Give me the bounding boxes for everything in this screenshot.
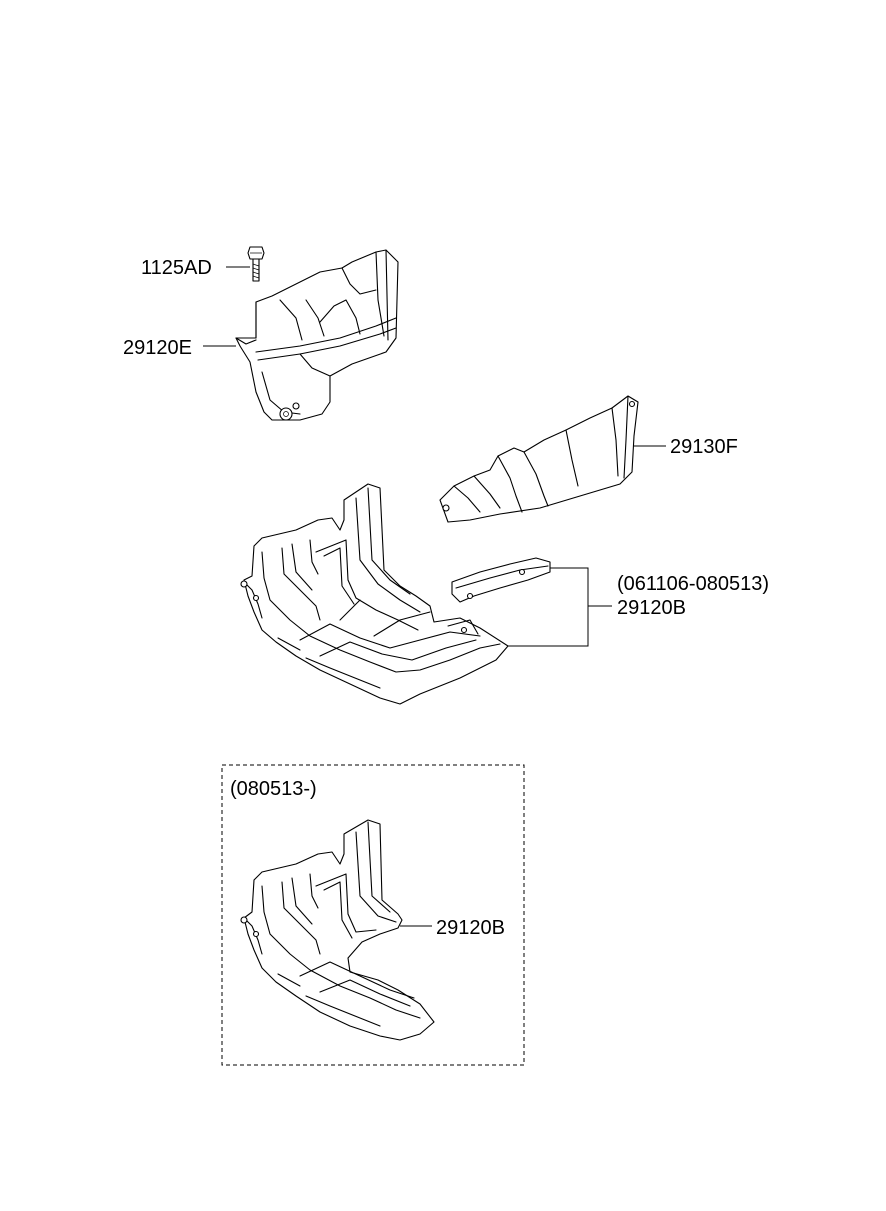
label-29120b-old: 29120B — [617, 597, 686, 619]
bolt-1125ad[interactable] — [247, 246, 265, 282]
label-date-range-old: (061106-080513) — [617, 573, 769, 595]
label-date-range-new: (080513-) — [230, 778, 317, 800]
upper-cover-29120e[interactable] — [235, 249, 399, 421]
label-29120e: 29120E — [123, 337, 192, 359]
bracket-29120b[interactable] — [451, 557, 551, 603]
label-29130f: 29130F — [670, 436, 738, 458]
under-cover-29120b-old[interactable] — [240, 483, 509, 705]
leader-29120b-old — [508, 567, 612, 647]
side-cover-29130f[interactable] — [439, 395, 639, 523]
label-1125ad: 1125AD — [141, 257, 212, 279]
under-cover-29120b-new[interactable] — [240, 819, 435, 1041]
label-29120b-new: 29120B — [436, 917, 505, 939]
variant-box-080513 — [221, 764, 525, 1066]
